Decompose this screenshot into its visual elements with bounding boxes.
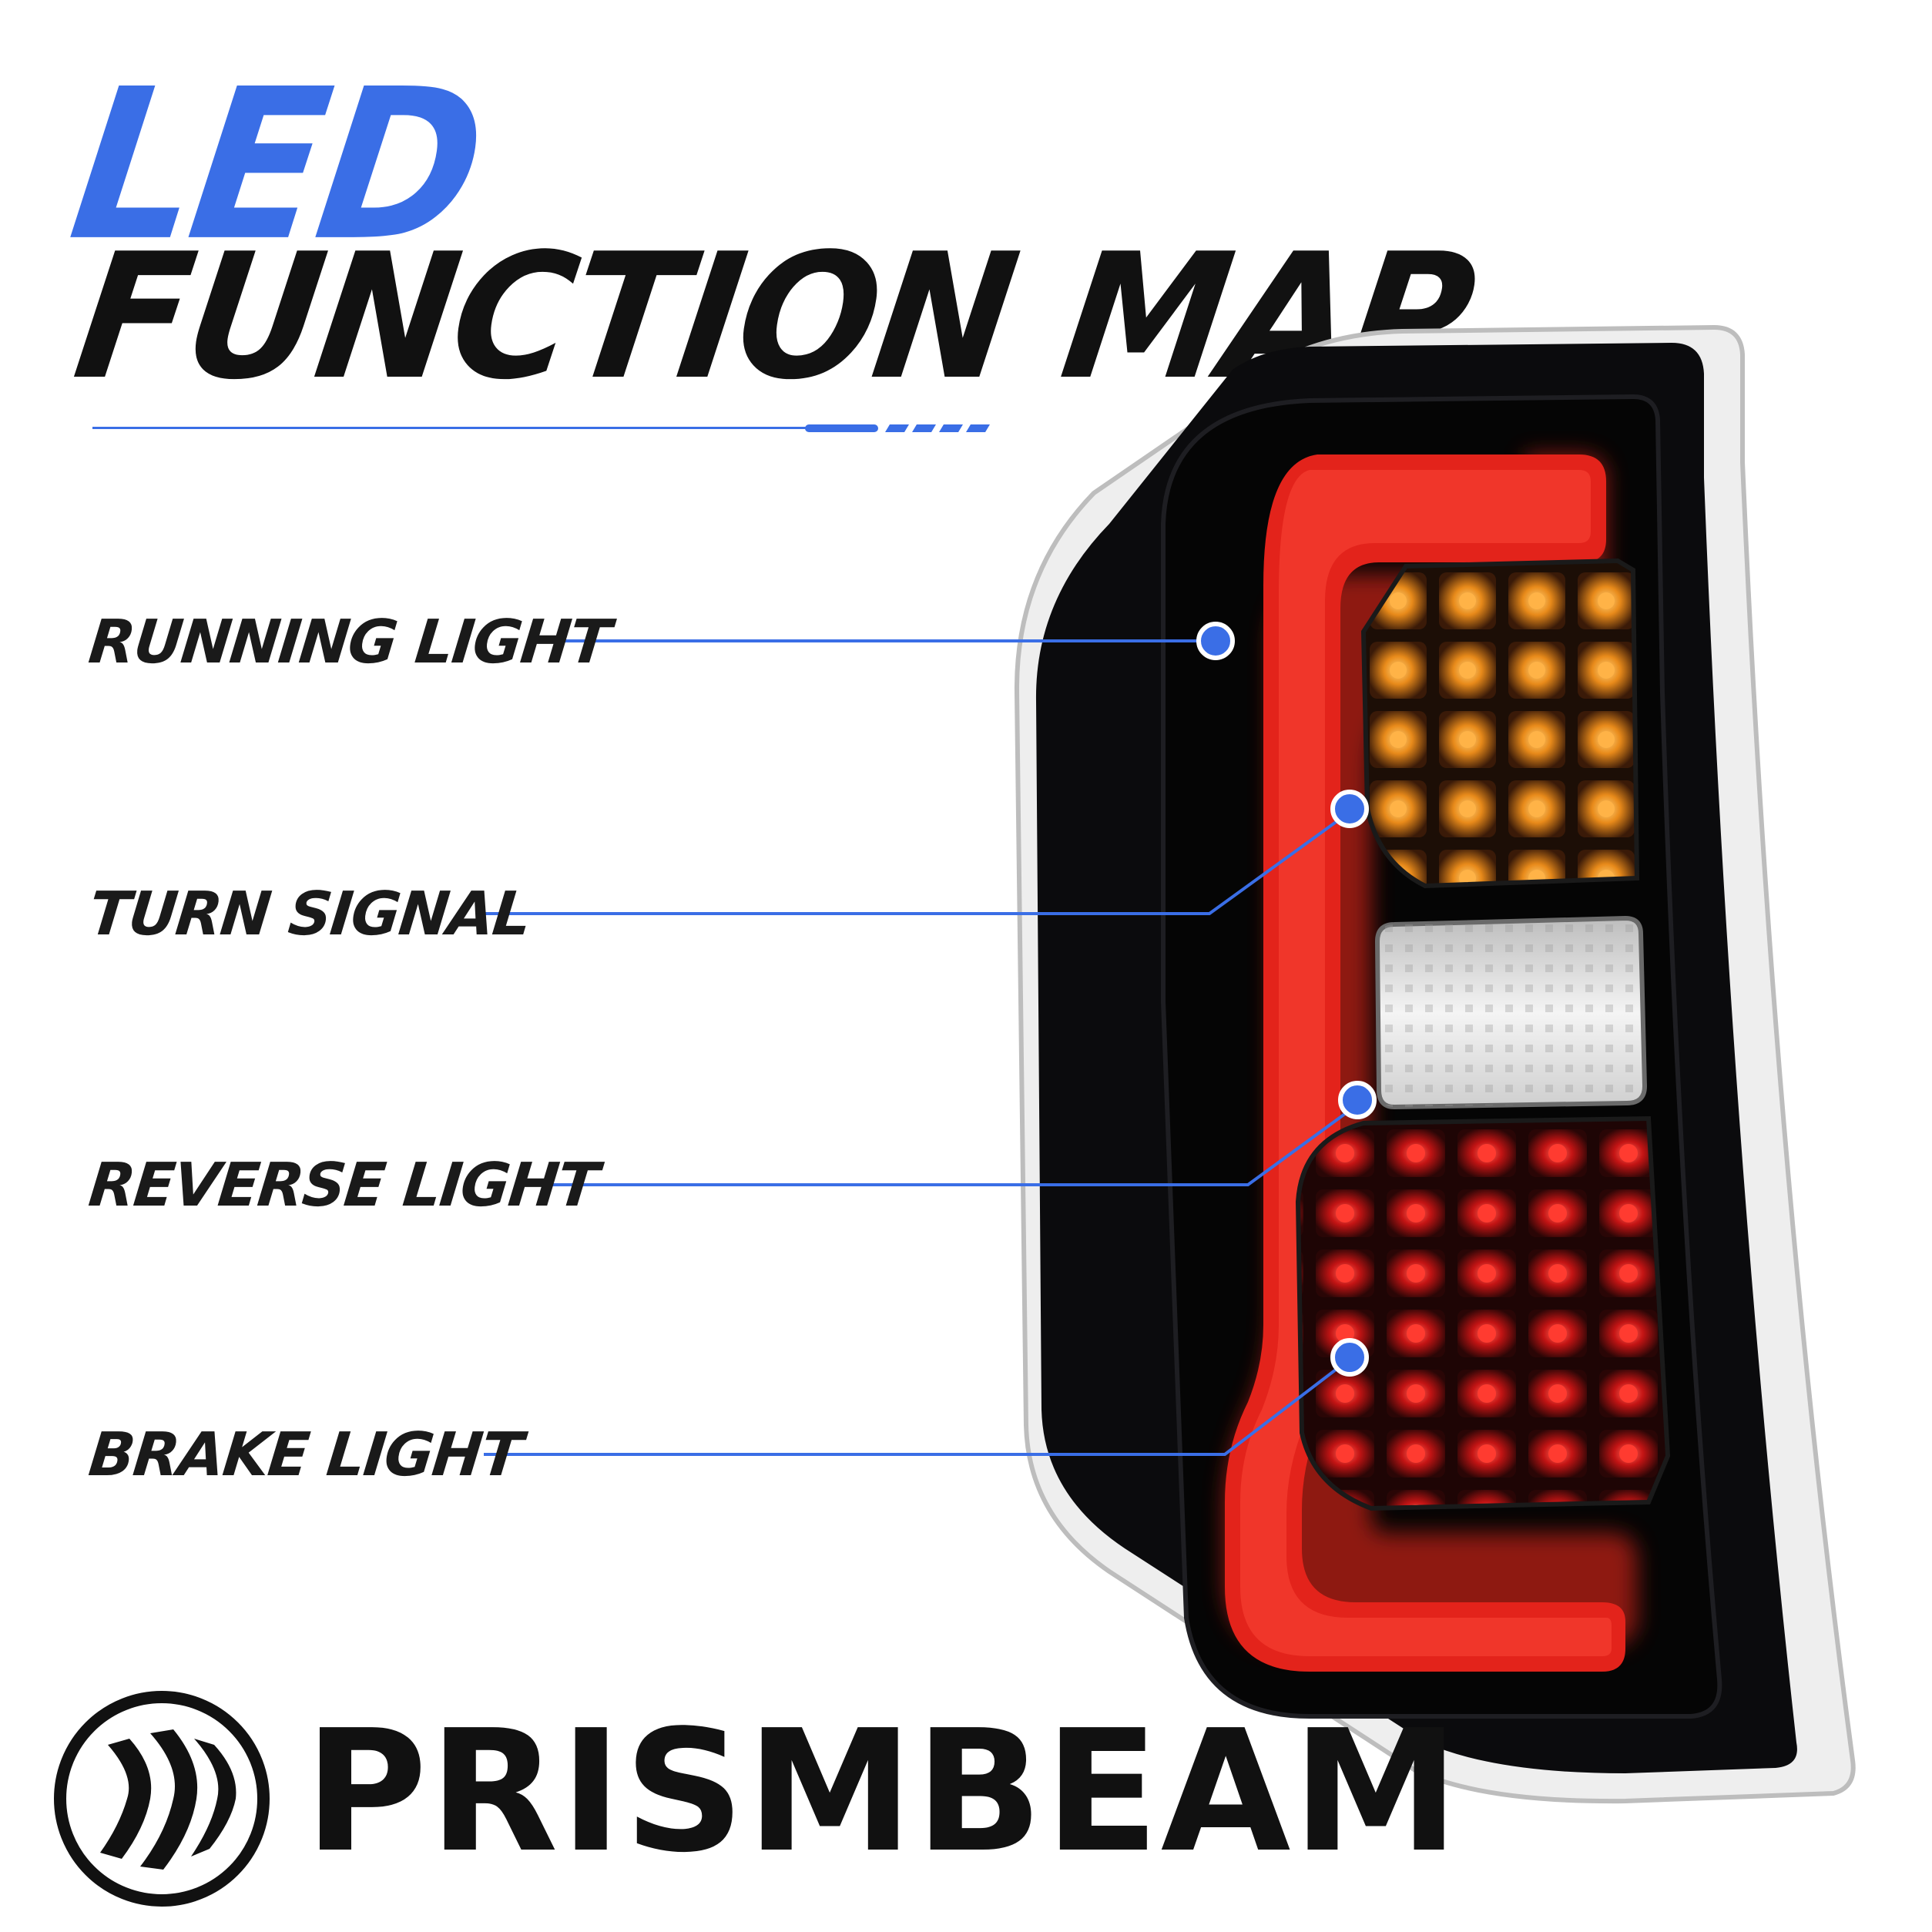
turn-signal-cluster [1360, 558, 1640, 889]
brake-light-cluster [1295, 1115, 1671, 1511]
callout-leaders [484, 639, 1361, 1456]
callout-reverse-light: REVERSE LIGHT [86, 1151, 601, 1220]
dot-marker-icon [1196, 622, 1377, 1377]
reverse-light-block [1374, 915, 1648, 1110]
title-underline [92, 424, 990, 432]
callout-turn-signal: TURN SIGNAL [86, 880, 534, 949]
callout-brake-light: BRAKE LIGHT [86, 1420, 525, 1490]
prismbeam-logo-icon [54, 1691, 270, 1907]
callout-running-light: RUNNING LIGHT [86, 608, 613, 677]
brand-name: PRISMBEAM [304, 1695, 1461, 1890]
